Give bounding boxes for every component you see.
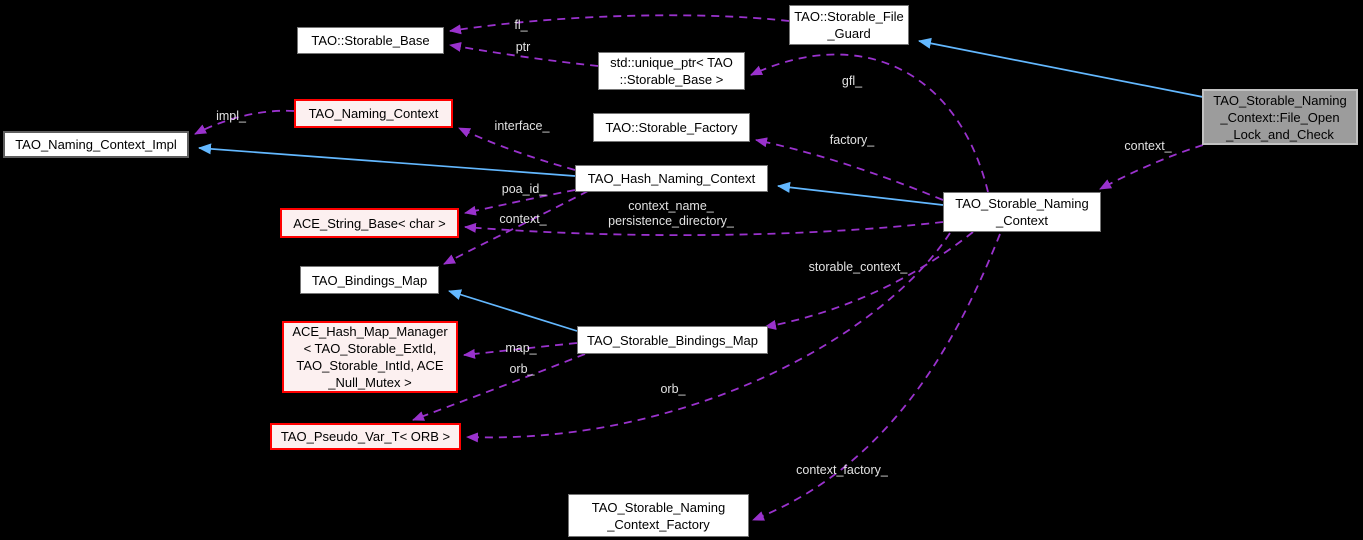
edge-inherit-lock-to-file-guard: [918, 37, 1204, 98]
edge-usage-impl: [194, 109, 295, 135]
edge-usage-interface: [458, 127, 576, 171]
node-ace-hash-map-manager[interactable]: ACE_Hash_Map_Manager < TAO_Storable_ExtI…: [282, 321, 458, 393]
node-tao-hash-naming-context[interactable]: TAO_Hash_Naming_Context: [575, 165, 768, 192]
edge-usage-fl: [449, 14, 790, 35]
edge-usage-context-name: [464, 221, 944, 237]
edge-inherit-storable-bindings-to-bindings: [448, 289, 578, 332]
node-tao-storable-base[interactable]: TAO::Storable_Base: [297, 27, 444, 54]
edge-usage-orb-context: [466, 232, 951, 443]
node-std-unique-ptr-storable-base[interactable]: std::unique_ptr< TAO ::Storable_Base >: [598, 52, 745, 90]
edge-usage-context-factory: [752, 233, 1001, 521]
edge-inherit-hash-to-impl: [198, 143, 576, 177]
edge-usage-context-lock: [1099, 144, 1204, 190]
edge-usage-poa-id: [464, 189, 576, 216]
node-tao-pseudo-var-t-orb[interactable]: TAO_Pseudo_Var_T< ORB >: [270, 423, 461, 450]
node-tao-naming-context[interactable]: TAO_Naming_Context: [294, 99, 453, 128]
edge-usage-factory: [755, 137, 944, 201]
node-tao-storable-naming-context[interactable]: TAO_Storable_Naming _Context: [943, 192, 1101, 232]
node-tao-naming-context-impl[interactable]: TAO_Naming_Context_Impl: [3, 131, 189, 158]
node-ace-string-base-char[interactable]: ACE_String_Base< char >: [280, 208, 459, 238]
edge-usage-gfl: [750, 53, 989, 193]
node-tao-storable-file-guard[interactable]: TAO::Storable_File _Guard: [789, 5, 909, 45]
node-tao-storable-factory[interactable]: TAO::Storable_Factory: [593, 113, 750, 142]
edge-usage-storable-context: [764, 231, 974, 330]
edge-usage-ptr: [449, 42, 599, 67]
node-tao-storable-naming-context-factory[interactable]: TAO_Storable_Naming _Context_Factory: [568, 494, 749, 537]
node-file-open-lock-and-check[interactable]: TAO_Storable_Naming _Context::File_Open …: [1202, 89, 1358, 145]
edge-usage-map: [463, 342, 578, 359]
edge-usage-context-hash: [443, 190, 589, 265]
node-tao-storable-bindings-map[interactable]: TAO_Storable_Bindings_Map: [577, 326, 768, 354]
node-tao-bindings-map[interactable]: TAO_Bindings_Map: [300, 266, 439, 294]
edge-inherit-storable-to-hash: [777, 181, 944, 206]
